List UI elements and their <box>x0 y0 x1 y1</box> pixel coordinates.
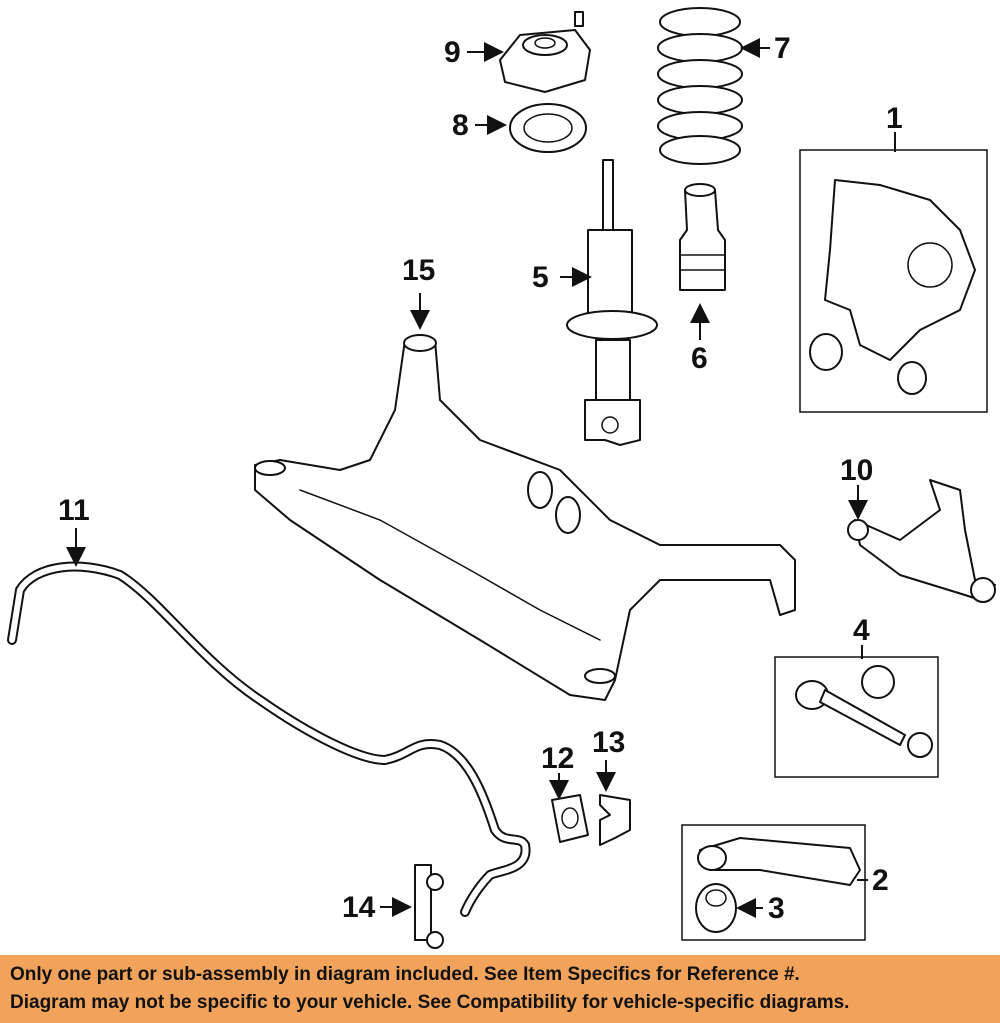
coil-spring <box>657 7 743 165</box>
strut-assembly <box>566 159 658 446</box>
strut-mount <box>499 11 591 93</box>
notice-line-1: Only one part or sub-assembly in diagram… <box>10 964 800 985</box>
callout-8: 8 <box>452 109 469 142</box>
lateral-link <box>774 656 939 778</box>
callout-11: 11 <box>58 494 90 527</box>
callout-9: 9 <box>444 36 461 69</box>
stabilizer-bushing <box>551 794 589 843</box>
callout-10: 10 <box>840 454 873 487</box>
callout-13: 13 <box>592 726 625 759</box>
upper-control-arm <box>847 479 996 603</box>
subframe <box>254 334 796 701</box>
stabilizer-link <box>414 864 444 949</box>
knuckle-assembly <box>799 149 988 413</box>
callout-5: 5 <box>532 261 549 294</box>
bump-stop <box>679 183 726 291</box>
callout-4: 4 <box>853 614 870 647</box>
stabilizer-bar <box>7 561 531 917</box>
callout-1: 1 <box>886 102 903 135</box>
spring-insulator <box>509 103 587 153</box>
callout-2: 2 <box>872 864 889 897</box>
notice-banner: Only one part or sub-assembly in diagram… <box>0 955 1000 1023</box>
parts-diagram: 1 2 3 4 5 6 7 8 9 10 11 12 13 14 15 <box>7 7 996 949</box>
callout-7: 7 <box>774 32 791 65</box>
callout-6: 6 <box>691 342 708 375</box>
callout-12: 12 <box>541 742 574 775</box>
bushing-bracket <box>599 794 631 846</box>
leader-lines <box>66 38 896 918</box>
notice-line-2: Diagram may not be specific to your vehi… <box>10 992 850 1013</box>
lower-arm-bushing <box>695 883 737 933</box>
lower-arm <box>681 824 866 941</box>
callout-15: 15 <box>402 254 435 287</box>
callout-3: 3 <box>768 892 785 925</box>
callout-14: 14 <box>342 891 376 924</box>
